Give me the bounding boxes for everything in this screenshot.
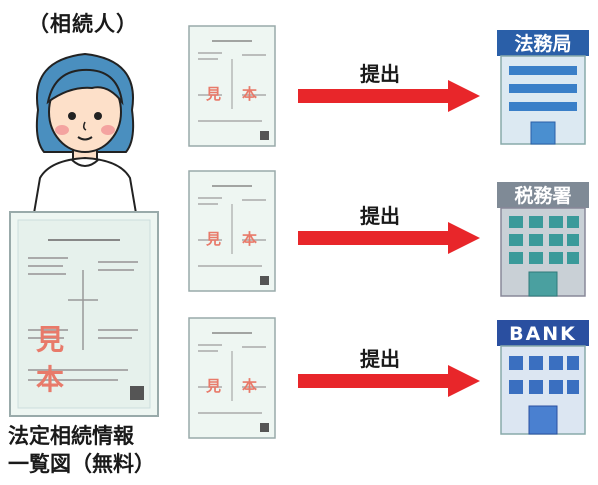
person-illustration (31, 52, 139, 225)
submit-label: 提出 (360, 62, 400, 86)
document-thumbnail: 見 本 (188, 317, 276, 439)
submit-arrow (298, 222, 480, 254)
building-sign-text: 法務局 (514, 32, 571, 55)
building-bank: BANK (497, 320, 589, 435)
doc-stamp-left: 見 (206, 85, 222, 103)
doc-stamp-right: 本 (242, 377, 258, 395)
document-label: 法定相続情報 一覧図（無料） (8, 422, 178, 478)
building-sign-text: 税務署 (514, 184, 571, 207)
doc-stamp-left: 見 (206, 230, 222, 248)
heir-label: （相続人） (28, 12, 138, 36)
large-document-stamp: 見 本 (36, 323, 161, 396)
building-tax-office: 税務署 (497, 182, 589, 297)
document-thumbnail: 見 本 (188, 25, 276, 147)
submit-label: 提出 (360, 347, 400, 371)
submit-label: 提出 (360, 204, 400, 228)
building-sign-text: BANK (509, 323, 577, 345)
large-document (9, 211, 159, 417)
document-thumbnail: 見 本 (188, 170, 276, 292)
document-label-line1: 法定相続情報 (8, 424, 134, 448)
building-legal-affairs-bureau: 法務局 (497, 30, 589, 145)
doc-stamp-right: 本 (242, 230, 258, 248)
doc-stamp-left: 見 (206, 377, 222, 395)
doc-stamp-right: 本 (242, 85, 258, 103)
document-label-line2: 一覧図（無料） (8, 452, 155, 476)
submit-arrow (298, 80, 480, 112)
submit-arrow (298, 365, 480, 397)
